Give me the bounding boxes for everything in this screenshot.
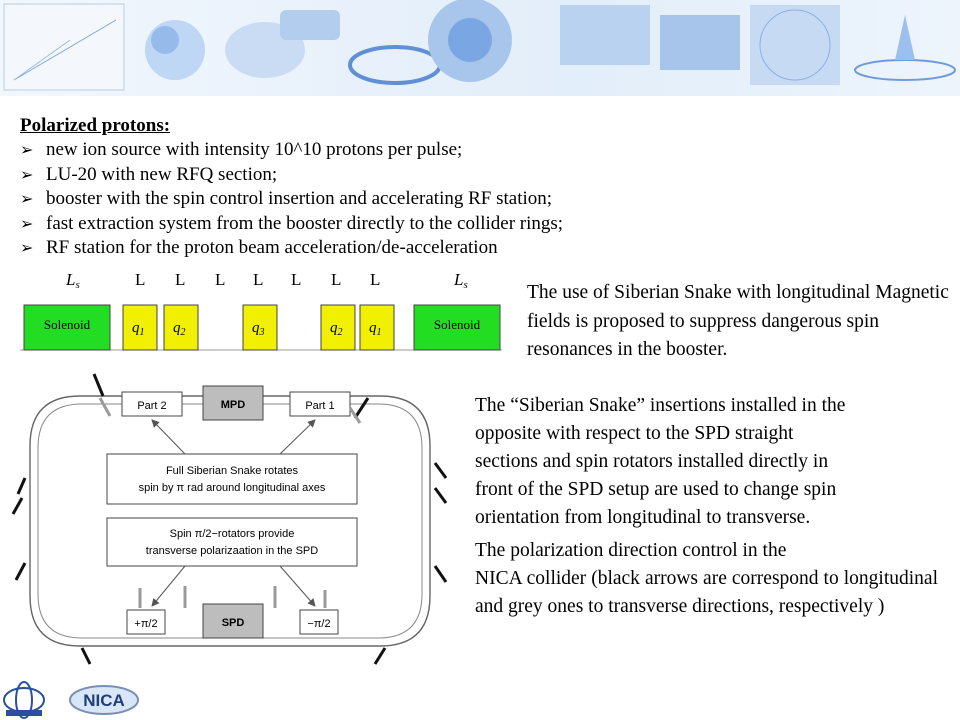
list-item: ➢fast extraction system from the booster…: [20, 212, 563, 237]
quad-q1-right: [359, 304, 395, 351]
solenoid-right: [413, 304, 501, 351]
quad-q2-left: [163, 304, 199, 351]
polarization-control-line: The polarization direction control in th…: [475, 540, 787, 561]
minus-rotator-box: [299, 609, 339, 635]
svg-text:q1: q1: [369, 320, 382, 338]
svg-text:−π/2: −π/2: [307, 618, 330, 630]
solenoid-label: Solenoid: [44, 317, 91, 332]
svg-text:q3: q3: [252, 320, 265, 338]
arrow-bullet-icon: ➢: [20, 166, 34, 184]
plus-rotator-box: [126, 609, 166, 635]
section-heading: Polarized protons:: [20, 115, 171, 136]
list-item: ➢new ion source with intensity 10^10 pro…: [20, 138, 563, 163]
rotator-info-box: [106, 517, 358, 567]
svg-text:+π/2: +π/2: [134, 618, 157, 630]
quad-q3: [242, 304, 278, 351]
quad-q1-left: [122, 304, 158, 351]
l-label: L: [175, 270, 185, 289]
banner-collage: [3, 0, 956, 91]
snake-lattice-diagram: Ls L L L L L L L Ls Solenoid q1 q2 q3 q2…: [20, 270, 502, 351]
longitudinal-arrows: [11, 373, 448, 665]
l-label: L: [253, 270, 263, 289]
svg-text:MPD: MPD: [221, 399, 246, 411]
svg-text:Spin π/2−rotators provide: Spin π/2−rotators provide: [170, 528, 295, 540]
list-item: ➢LU-20 with new RFQ section;: [20, 163, 563, 188]
svg-text:transverse polarizaation in th: transverse polarizaation in the SPD: [146, 545, 318, 557]
list-item: ➢RF station for the proton beam accelera…: [20, 236, 563, 261]
ls-label: Ls: [65, 270, 80, 291]
part1-box: [289, 391, 351, 417]
arrow-bullet-icon: ➢: [20, 215, 34, 233]
arrows-caption: NICA collider (black arrows are correspo…: [475, 568, 938, 617]
snake-description: The use of Siberian Snake with longitudi…: [527, 282, 949, 360]
svg-text:q2: q2: [173, 320, 186, 338]
footer-logos: NICA: [3, 681, 139, 719]
mpd-box: [202, 385, 264, 421]
l-label: L: [215, 270, 225, 289]
bullet-list: ➢new ion source with intensity 10^10 pro…: [20, 138, 563, 261]
l-label: L: [291, 270, 301, 289]
snake-info-box: [106, 453, 358, 505]
part2-box: [121, 391, 183, 417]
solenoid-label: Solenoid: [434, 317, 481, 332]
svg-text:q1: q1: [132, 320, 145, 338]
quad-q2-right: [320, 304, 356, 351]
snake-insertions-paragraph: The “Siberian Snake” insertions installe…: [475, 395, 846, 528]
list-item: ➢booster with the spin control insertion…: [20, 187, 563, 212]
ring-inner: [37, 403, 423, 639]
nica-logo: NICA: [69, 685, 139, 715]
nica-ring-diagram: Part 2 MPD Part 1 Full Siberian Snake ro…: [11, 373, 448, 665]
svg-text:Part 1: Part 1: [305, 400, 334, 412]
svg-text:Part 2: Part 2: [137, 400, 166, 412]
spd-box: [202, 603, 264, 639]
l-label: L: [331, 270, 341, 289]
svg-text:Full Siberian Snake rotates: Full Siberian Snake rotates: [166, 465, 299, 477]
l-label: L: [370, 270, 380, 289]
header-image-banner: [0, 0, 960, 96]
svg-text:spin by π rad around longitudi: spin by π rad around longitudinal axes: [139, 482, 326, 494]
svg-text:NICA: NICA: [83, 691, 125, 710]
transverse-arrows: [98, 397, 362, 608]
svg-text:SPD: SPD: [222, 617, 245, 629]
ring-outer: [29, 395, 431, 647]
arrow-bullet-icon: ➢: [20, 191, 34, 208]
ls-label: Ls: [453, 270, 468, 291]
l-label: L: [135, 270, 145, 289]
jinr-logo: [3, 681, 45, 719]
svg-text:q2: q2: [330, 320, 343, 338]
arrow-bullet-icon: ➢: [20, 240, 34, 257]
solenoid-left: [23, 304, 111, 351]
arrow-bullet-icon: ➢: [20, 142, 34, 159]
